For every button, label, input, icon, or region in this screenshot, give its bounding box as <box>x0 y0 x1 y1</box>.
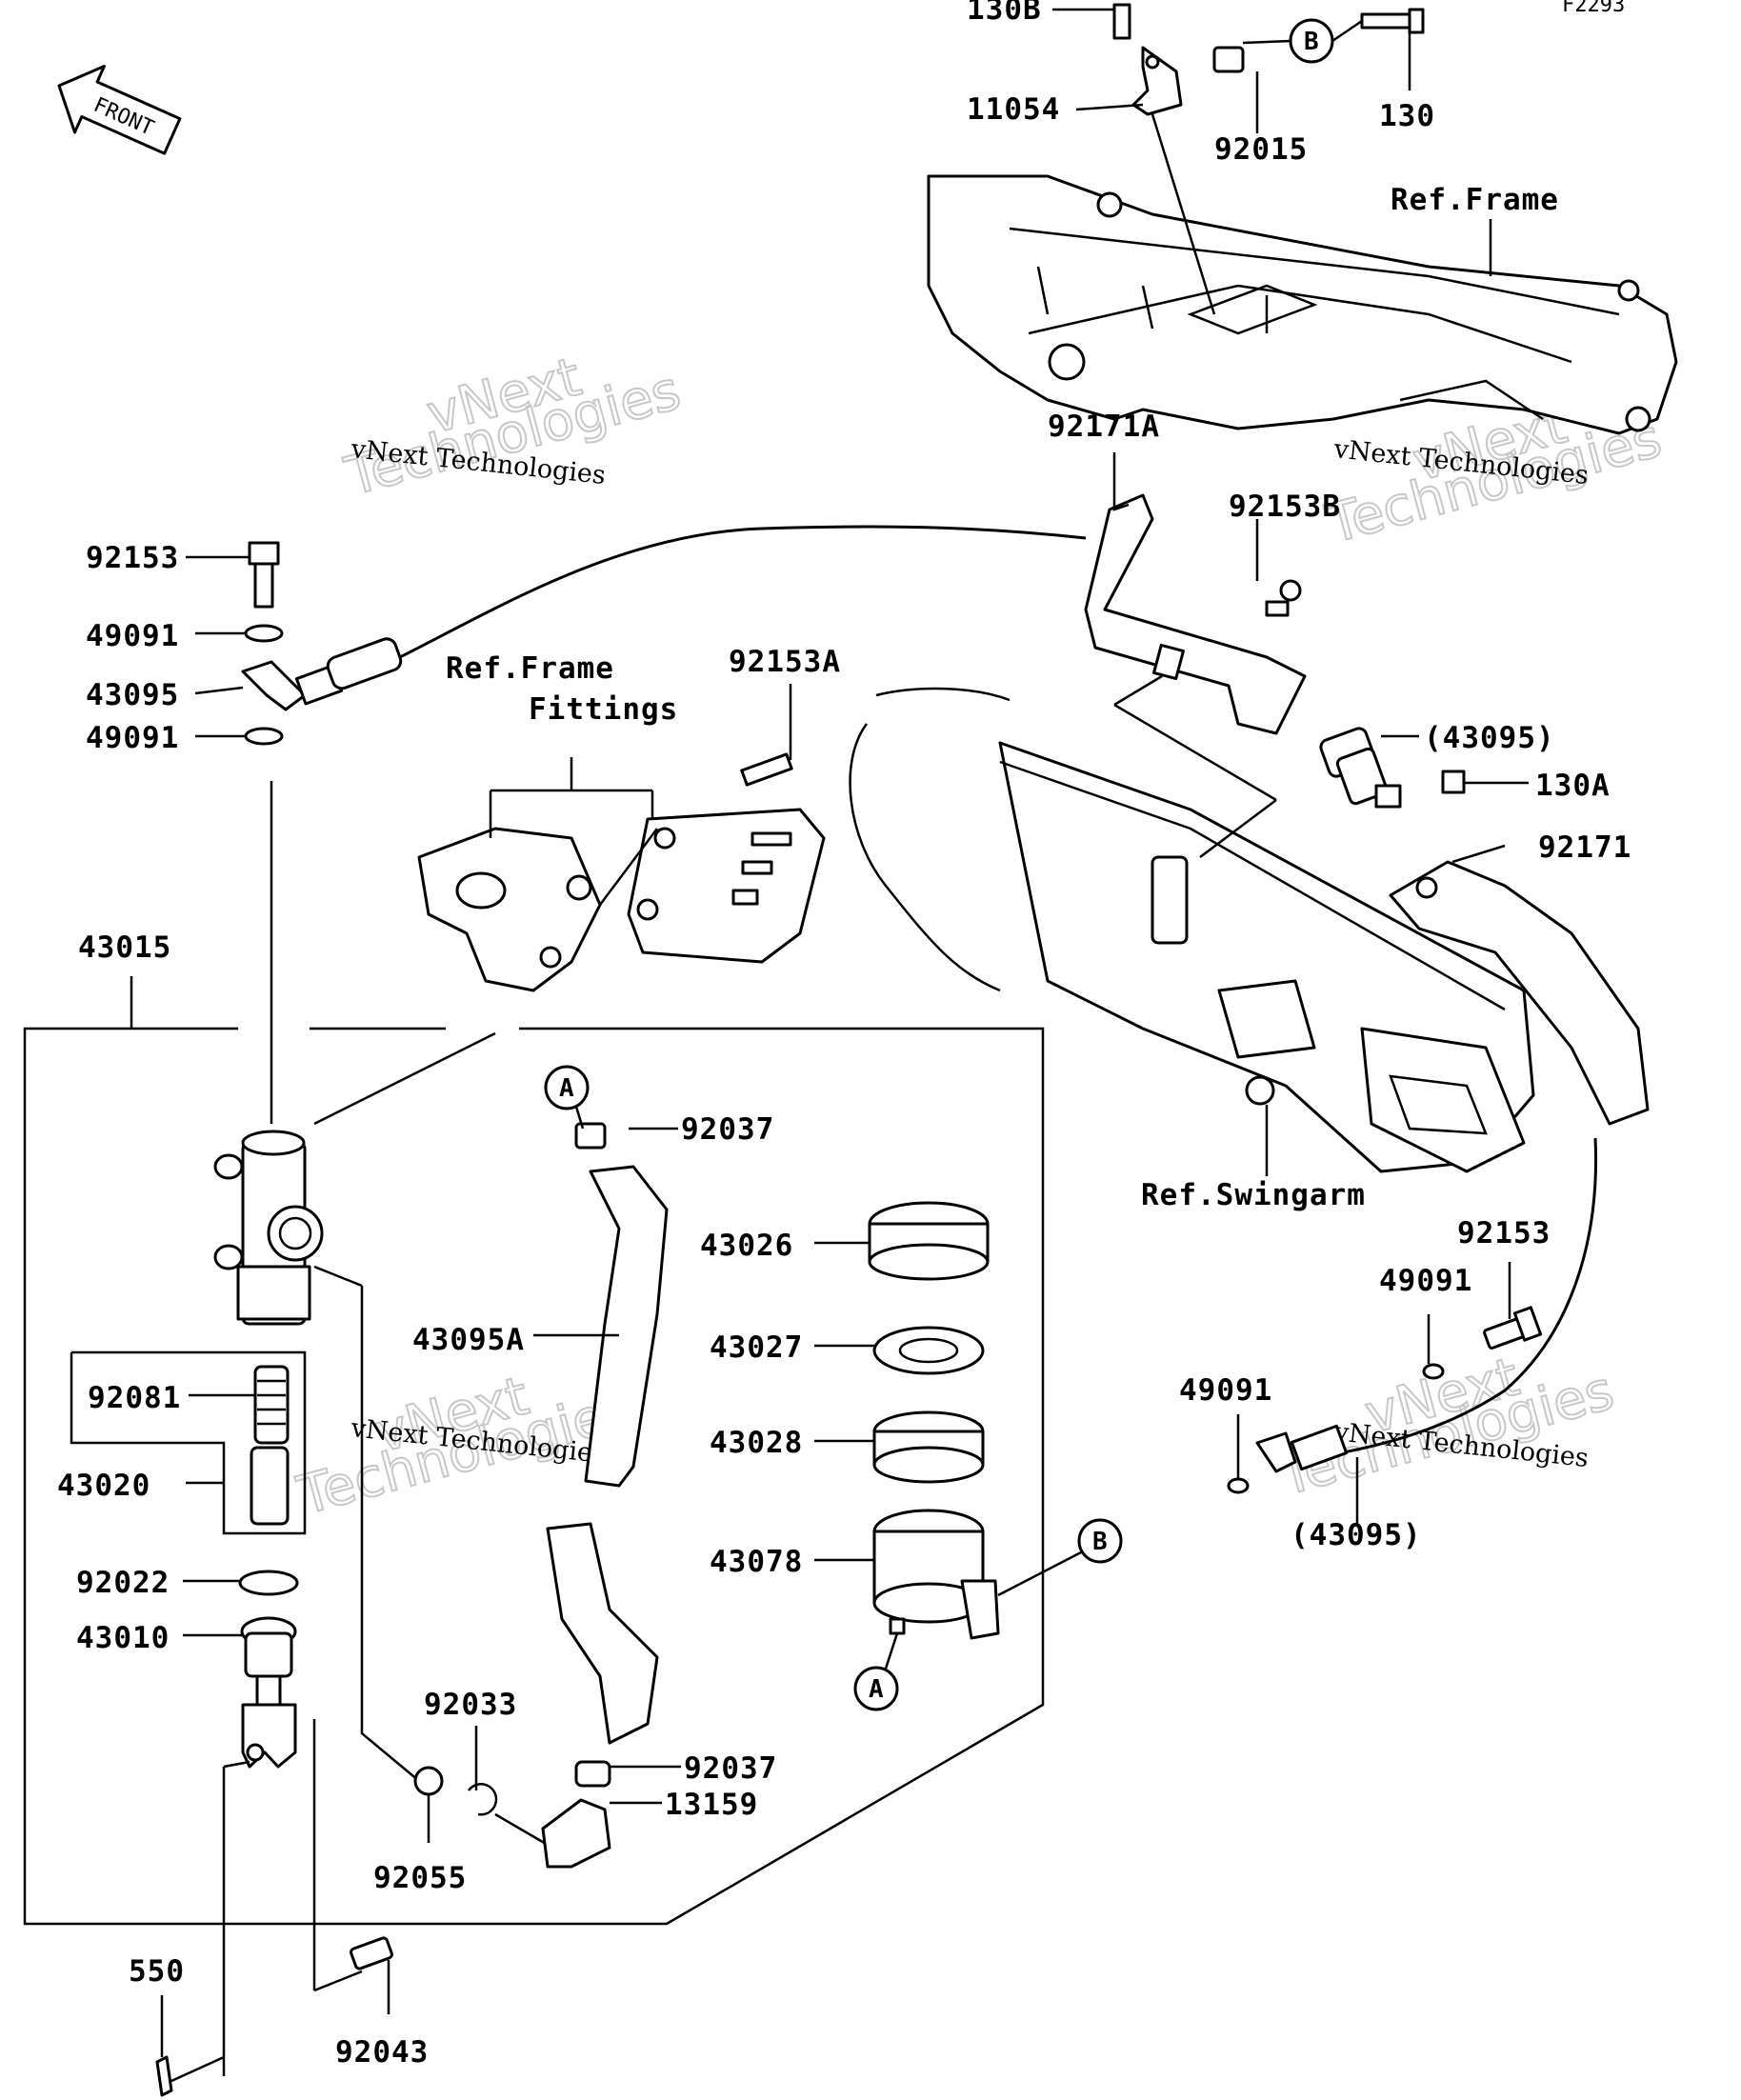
connector-13159 <box>541 1798 611 1869</box>
cotter-pin-550 <box>155 2055 173 2097</box>
pin-92043 <box>350 1936 393 1970</box>
label-43095a: 43095A <box>412 1323 525 1357</box>
label-ref-frame-fittings-2: Fittings <box>529 692 678 727</box>
frame-illustration <box>927 174 1678 435</box>
callout-b-bottom: B <box>1077 1518 1123 1564</box>
brake-hose-upper <box>399 525 1087 659</box>
label-ref-swingarm: Ref.Swingarm <box>1141 1178 1366 1212</box>
label-92033: 92033 <box>424 1688 517 1722</box>
callout-a-top: A <box>544 1065 590 1110</box>
label-92055: 92055 <box>373 1861 467 1895</box>
master-cylinder-kit-frame <box>23 976 1045 1926</box>
clamp-92037-top <box>574 1122 607 1150</box>
label-92153-top: 92153 <box>86 541 179 575</box>
label-92171a: 92171A <box>1048 410 1160 444</box>
watermark: Technologies vNext vNext Technologies <box>338 345 688 509</box>
label-43095-top: 43095 <box>86 678 179 712</box>
bolt-130a <box>1441 770 1466 794</box>
brake-hose-lower <box>1313 1137 1598 1459</box>
svg-text:B: B <box>1092 1528 1108 1556</box>
front-arrow: FRONT <box>57 65 182 155</box>
watermark: Technologies vNext vNext Technologies <box>1271 1345 1621 1509</box>
piston-kit-43020 <box>70 1350 307 1535</box>
label-13159: 13159 <box>665 1788 758 1822</box>
figure-code: F2293 <box>1562 0 1625 17</box>
label-49091-top1: 49091 <box>86 619 179 653</box>
label-49091-top2: 49091 <box>86 721 179 755</box>
washer-49091-top1 <box>244 624 284 643</box>
bracket-92171a <box>1084 493 1307 858</box>
spring-92081 <box>253 1365 290 1445</box>
reservoir-connection <box>313 1265 611 1869</box>
callout-a-bottom: A <box>853 1666 899 1711</box>
label-43028: 43028 <box>710 1426 803 1460</box>
label-43010: 43010 <box>76 1621 170 1655</box>
banjo-43095-paren-bot <box>1290 1424 1349 1471</box>
part-labels: 130B 11054 92015 130 Ref.Frame 92171A 92… <box>57 0 1631 2070</box>
svg-text:B: B <box>1304 28 1319 56</box>
label-ref-frame: Ref.Frame <box>1391 183 1559 217</box>
circlip-92033 <box>467 1783 498 1816</box>
frame-fittings <box>417 752 826 992</box>
washer-49091-top2 <box>244 727 284 746</box>
label-130b: 130B <box>967 0 1042 27</box>
upper-banjo-assembly <box>241 541 403 1124</box>
label-130: 130 <box>1379 99 1435 133</box>
bolt-130 <box>1360 12 1411 30</box>
washer-92022 <box>238 1570 299 1596</box>
swingarm-illustration <box>849 687 1535 1176</box>
label-43095-paren-top: (43095) <box>1424 721 1555 755</box>
reservoir-hose-43095a <box>546 1122 669 1745</box>
label-92153b: 92153B <box>1229 490 1341 524</box>
label-43026: 43026 <box>700 1229 793 1263</box>
label-49091-right2: 49091 <box>1179 1373 1272 1408</box>
reservoir-stack <box>868 1201 1000 1640</box>
banjo-43095-top <box>241 660 307 711</box>
plate-43027 <box>872 1326 985 1375</box>
o-ring-92055 <box>413 1766 444 1796</box>
washer-49091-right2 <box>1227 1477 1250 1494</box>
label-550: 550 <box>129 1954 185 1989</box>
label-92022: 92022 <box>76 1566 170 1600</box>
washer-49091-right1 <box>1422 1363 1445 1380</box>
label-43027: 43027 <box>710 1330 803 1365</box>
master-cylinder-body-43015 <box>213 1130 324 1326</box>
right-lower-banjo <box>1227 1306 1543 1494</box>
label-92015: 92015 <box>1214 132 1308 167</box>
label-43095-paren-bot: (43095) <box>1291 1518 1422 1552</box>
label-130a: 130A <box>1535 769 1611 803</box>
bolt-92153a <box>740 752 793 787</box>
label-43078: 43078 <box>710 1545 803 1579</box>
bolt-92153b <box>1279 579 1302 602</box>
label-92081: 92081 <box>88 1381 181 1415</box>
label-92153-right: 92153 <box>1457 1216 1551 1250</box>
bracket-92171 <box>1389 860 1650 1126</box>
label-43020: 43020 <box>57 1469 150 1503</box>
label-92037-top: 92037 <box>681 1112 774 1147</box>
bolt-92153-top <box>248 541 280 566</box>
label-49091-right1: 49091 <box>1379 1264 1472 1298</box>
label-92171: 92171 <box>1538 830 1631 865</box>
clamp-92037-bottom <box>574 1760 611 1788</box>
right-upper-banjo <box>1319 727 1650 1126</box>
svg-text:A: A <box>869 1675 884 1704</box>
svg-text:A: A <box>559 1074 574 1103</box>
watermark: Technologies vNext vNext Technologies <box>290 1364 640 1528</box>
bracket-11054 <box>1131 46 1183 116</box>
top-mounting-cluster <box>1112 3 1425 315</box>
callout-b-top: B <box>1289 18 1334 64</box>
bolt-130b <box>1112 3 1131 40</box>
piston-43020 <box>250 1446 290 1526</box>
label-92153a: 92153A <box>729 645 841 679</box>
label-92037-bottom: 92037 <box>684 1751 777 1786</box>
collar-92015 <box>1212 46 1245 73</box>
label-92043: 92043 <box>335 2035 429 2070</box>
lower-rod-assembly <box>155 1570 393 2097</box>
label-43015: 43015 <box>78 930 171 965</box>
label-ref-frame-fittings-1: Ref.Frame <box>446 651 614 686</box>
leader-lines <box>160 8 1529 2057</box>
label-11054: 11054 <box>967 92 1060 127</box>
